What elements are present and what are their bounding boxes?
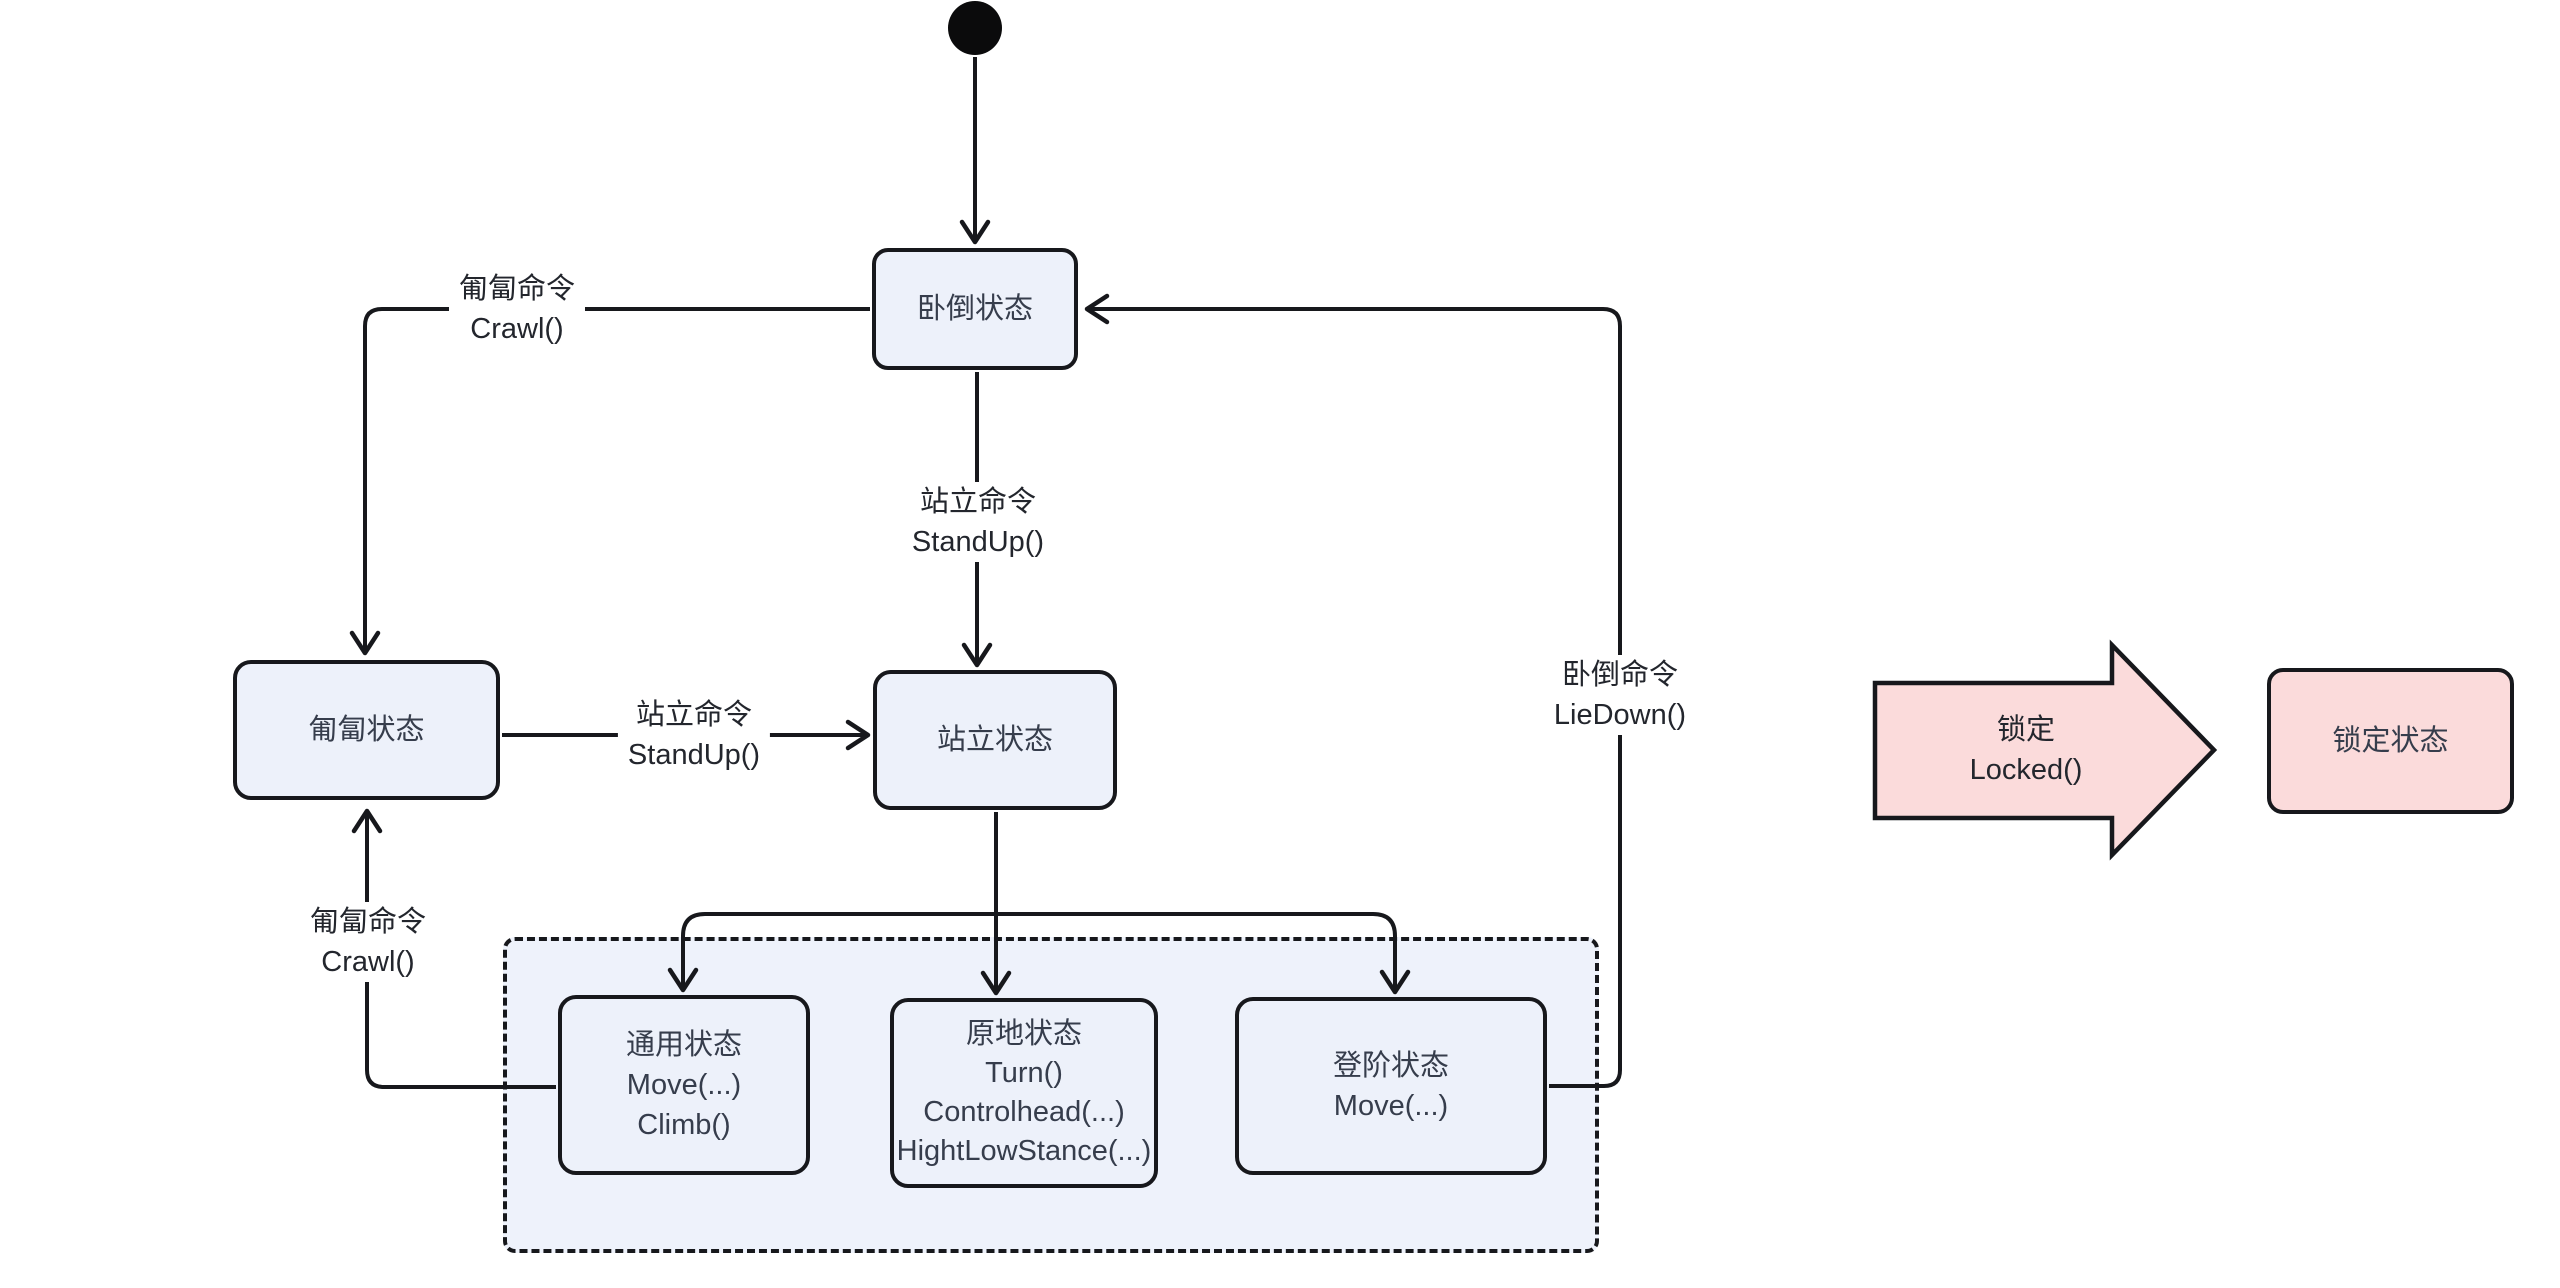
- node-method: Move(...): [1333, 1090, 1449, 1122]
- node-title: 原地状态: [965, 1018, 1082, 1050]
- node-stairs-state: 登阶状态 Move(...): [1235, 997, 1547, 1175]
- edge-label-crawl-command-top: 匍匐命令 Crawl(): [448, 269, 586, 349]
- node-crawl-state: 匍匐状态: [233, 660, 500, 800]
- node-title: 登阶状态: [1332, 1050, 1449, 1082]
- edge-label-standup-command-vertical: 站立命令 StandUp(): [901, 482, 1055, 562]
- node-method: Turn(): [985, 1057, 1063, 1089]
- edge-stand-to-general: [667, 912, 996, 993]
- node-title: 通用状态: [625, 1029, 742, 1061]
- node-inplace-state: 原地状态 Turn() Controlhead(...) HightLowSta…: [890, 998, 1158, 1188]
- node-method: Climb(): [637, 1109, 731, 1141]
- node-general-state: 通用状态 Move(...) Climb(): [558, 995, 810, 1175]
- edge-label-standup-command-horizontal: 站立命令 StandUp(): [617, 695, 771, 775]
- edge-stairs-to-liedown: [1084, 293, 1622, 1088]
- edge-label-liedown-command: 卧倒命令 LieDown(): [1543, 655, 1697, 735]
- edge-label-locked-command: 锁定 Locked(): [1969, 714, 2083, 786]
- node-method: Controlhead(...): [923, 1096, 1125, 1128]
- edge-label-crawl-command-bottom: 匍匐命令 Crawl(): [299, 902, 437, 982]
- node-locked-state: 锁定状态: [2267, 668, 2514, 814]
- node-title: 站立状态: [936, 724, 1053, 756]
- node-stand-state: 站立状态: [873, 670, 1117, 810]
- edge-stand-to-stairs: [996, 912, 1411, 995]
- initial-state-dot: [948, 1, 1002, 55]
- node-liedown-state: 卧倒状态: [872, 248, 1078, 370]
- node-title: 匍匐状态: [308, 714, 425, 746]
- node-title: 卧倒状态: [916, 293, 1033, 325]
- node-method: HightLowStance(...): [896, 1135, 1152, 1167]
- locked-transition-block-arrow: [1872, 639, 2218, 861]
- edge-liedown-to-crawl: [349, 307, 870, 656]
- edge-general-to-crawl: [351, 808, 556, 1089]
- node-method: Move(...): [626, 1069, 742, 1101]
- node-title: 锁定状态: [2332, 725, 2449, 757]
